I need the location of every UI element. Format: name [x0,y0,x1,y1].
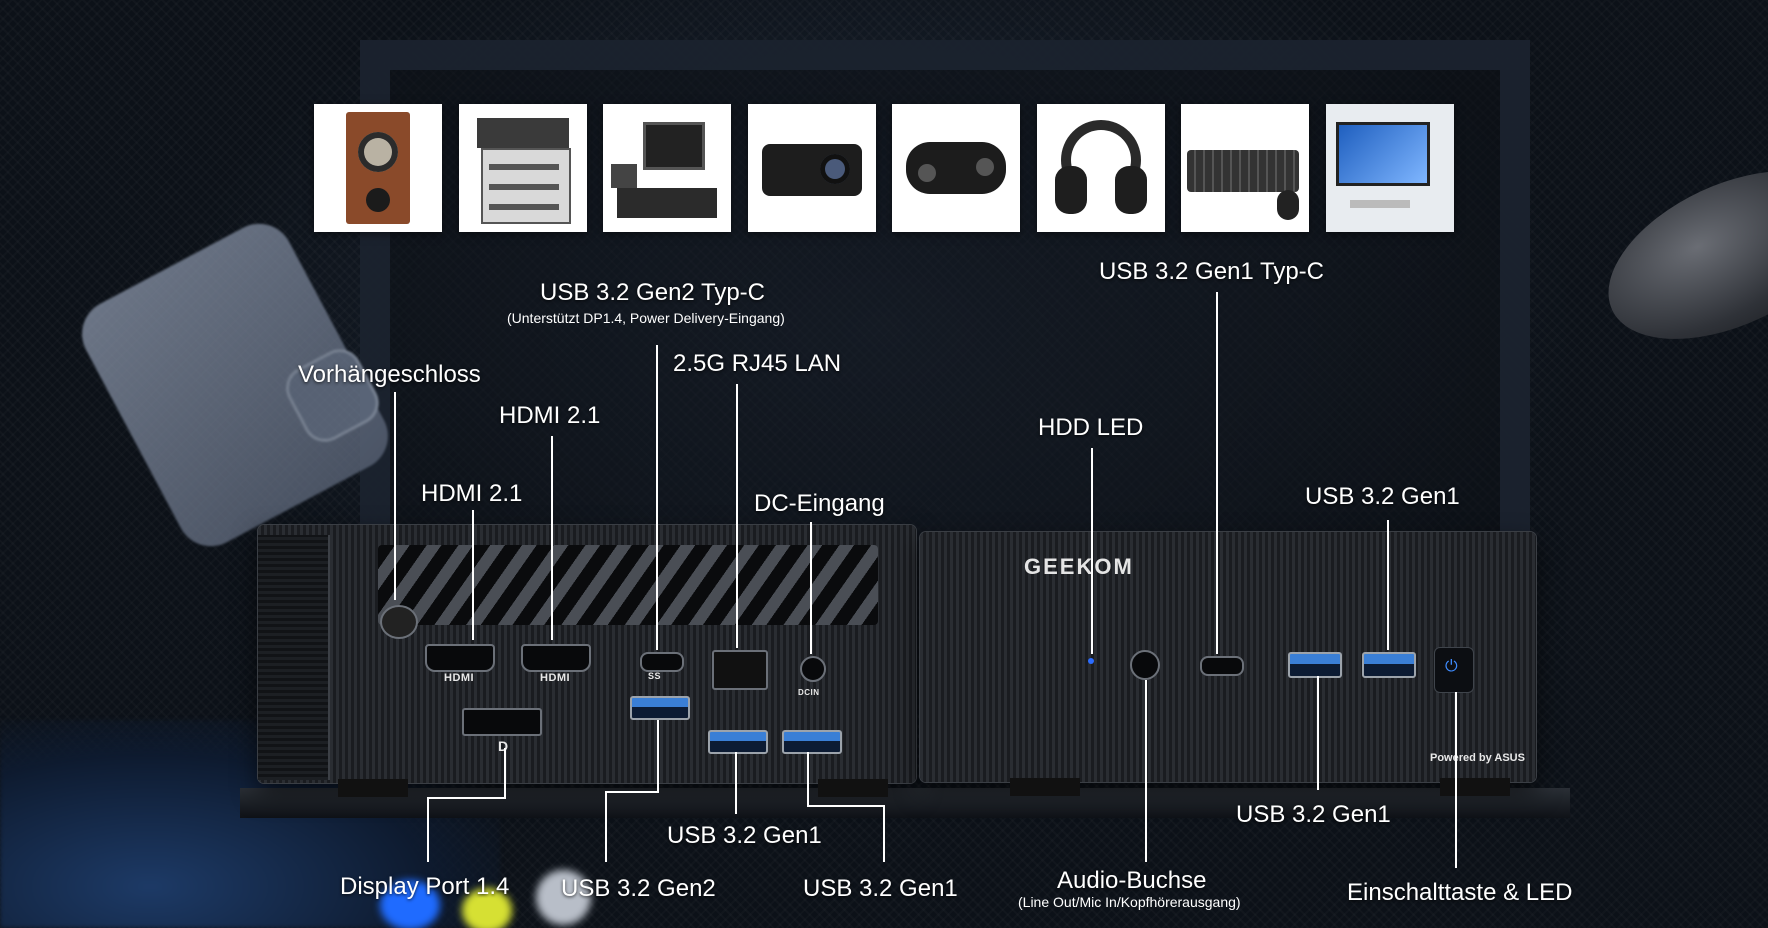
label-power: Einschalttaste & LED [1347,879,1573,906]
usb-a-port-gen1-a [708,730,768,754]
headphones-thumbnail [1037,104,1165,232]
label-usb-gen1-right-bottom: USB 3.2 Gen1 [1236,801,1391,828]
label-usb-c-gen2: USB 3.2 Gen2 Typ-C [540,279,765,306]
blue-light-blob [380,880,440,928]
air-vent [378,545,878,625]
table-surface [240,788,1570,818]
printer-thumbnail [459,104,587,232]
label-hdmi-upper: HDMI 2.1 [499,402,601,429]
usb-a-port-gen1-b [782,730,842,754]
label-display-port: Display Port 1.4 [340,873,510,900]
usb-c-port-gen1 [1200,656,1244,676]
display-port-line [427,748,506,862]
dc-in-port [800,656,826,682]
rubber-foot [818,779,888,797]
power-button[interactable] [1434,647,1474,693]
label-dc-in: DC-Eingang [754,490,885,517]
hdmi-port-label: HDMI [540,672,571,684]
pos-terminal-thumbnail [603,104,731,232]
label-hdd-led: HDD LED [1038,414,1144,441]
rubber-foot [1010,778,1080,796]
usb-gen2-line [605,720,659,862]
label-padlock: Vorhängeschloss [298,361,481,388]
rubber-foot [338,779,408,797]
hdmi-port-2 [521,644,591,672]
usb-a-port-front-1 [1288,652,1342,678]
label-hdmi-lower: HDMI 2.1 [421,480,523,507]
dcin-label: DCIN [798,688,820,697]
brand-logo: GEEKOM [1024,554,1134,579]
dp-label: D [498,738,509,754]
hdmi-port-label: HDMI [444,672,475,684]
desktop-thumbnail [1326,104,1454,232]
label-usb-gen1-mid: USB 3.2 Gen1 [667,822,822,849]
hdmi-port-1 [425,644,495,672]
label-usb-gen1-right-top: USB 3.2 Gen1 [1305,483,1460,510]
side-panel [258,535,330,780]
kensington-lock [380,605,418,639]
displayport-port [462,708,542,736]
audio-jack [1130,650,1160,680]
speaker-thumbnail [314,104,442,232]
usb-a-port-gen2 [630,696,690,720]
projector-thumbnail [748,104,876,232]
gray-light-blob [536,870,591,925]
gamepad-thumbnail [892,104,1020,232]
hdd-led [1088,658,1094,664]
label-usb-c-gen1: USB 3.2 Gen1 Typ-C [1099,258,1324,285]
label-audio-note: (Line Out/Mic In/Kopfhörerausgang) [1018,894,1241,910]
label-rj45: 2.5G RJ45 LAN [673,350,842,377]
rj45-port [712,650,768,690]
label-usb-gen1-lower: USB 3.2 Gen1 [803,875,958,902]
rubber-foot [1440,778,1510,796]
powered-by-label: Powered by ASUS [1430,752,1525,764]
usb-ss-label: SS [648,671,662,681]
usb-a-port-front-2 [1362,652,1416,678]
usb-gen1-lower-line [807,752,885,862]
label-usb-c-gen2-note: (Unterstützt DP1.4, Power Delivery-Einga… [507,310,785,326]
yellow-light-blob [462,888,512,928]
label-usb-gen2: USB 3.2 Gen2 [561,875,716,902]
usb-c-port-gen2 [640,652,684,672]
label-audio: Audio-Buchse [1057,867,1207,894]
keyboard-thumbnail [1181,104,1309,232]
